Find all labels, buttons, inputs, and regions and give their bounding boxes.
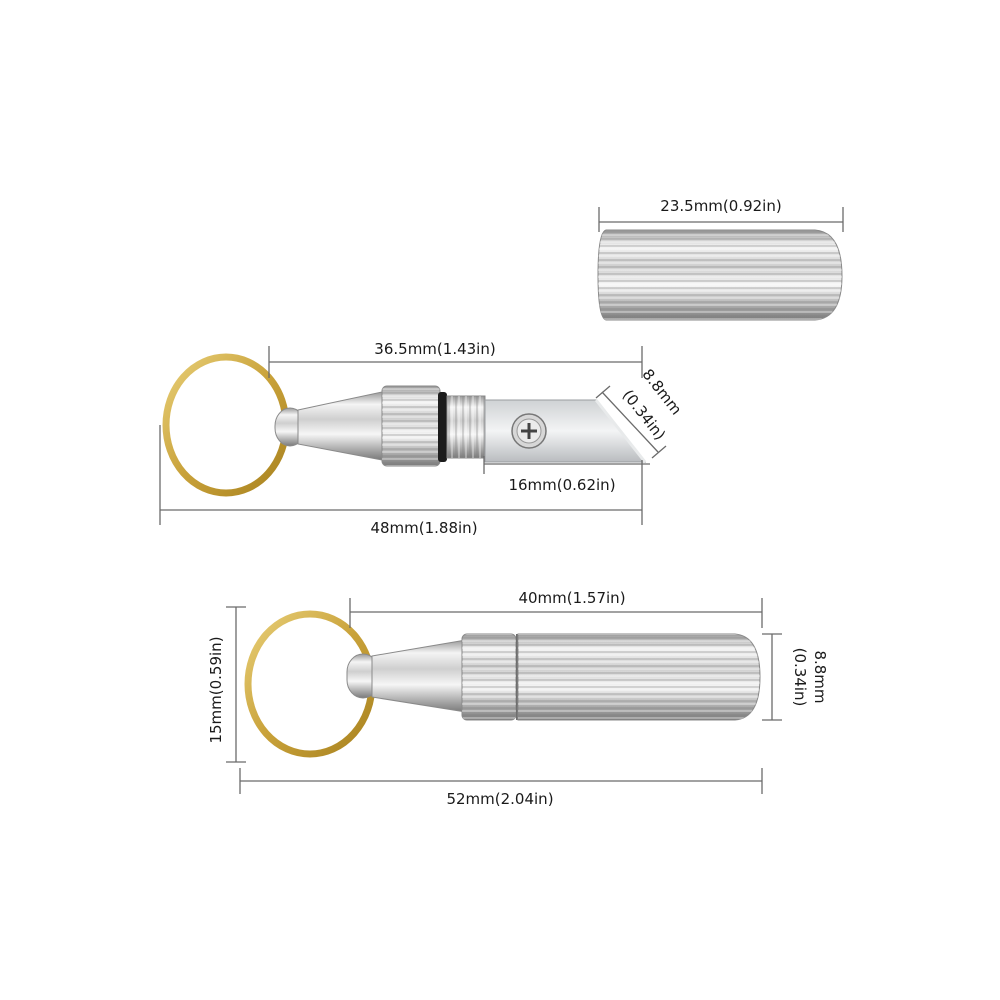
- closed-knife-illustration: [346, 633, 761, 721]
- closed-diameter-label: 8.8mm: [811, 650, 829, 703]
- cap-length-dimension: [598, 207, 844, 232]
- open-total-length-dimension: [159, 425, 643, 525]
- open-key-ring: [162, 353, 290, 497]
- ring-diameter-dimension: [226, 606, 246, 763]
- open-knife-illustration: [274, 385, 647, 467]
- ring-diameter-label: 15mm(0.59in): [207, 636, 225, 743]
- cap-length-label: 23.5mm(0.92in): [660, 197, 781, 215]
- closed-total-length-label: 52mm(2.04in): [446, 790, 553, 808]
- closed-diameter-dimension: [762, 633, 782, 721]
- blade-width-dimension: [595, 385, 667, 459]
- cap-illustration: [597, 229, 843, 321]
- blade-length-label: 16mm(0.62in): [508, 476, 615, 494]
- open-total-length-label: 48mm(1.88in): [370, 519, 477, 537]
- body-length-dimension: [268, 346, 643, 378]
- closed-body-length-dimension: [349, 598, 763, 628]
- blade-length-dimension: [483, 456, 650, 474]
- closed-body-length-label: 40mm(1.57in): [518, 589, 625, 607]
- closed-total-length-dimension: [239, 768, 763, 794]
- body-length-label: 36.5mm(1.43in): [374, 340, 495, 358]
- closed-diameter-inch-label: (0.34in): [791, 648, 809, 707]
